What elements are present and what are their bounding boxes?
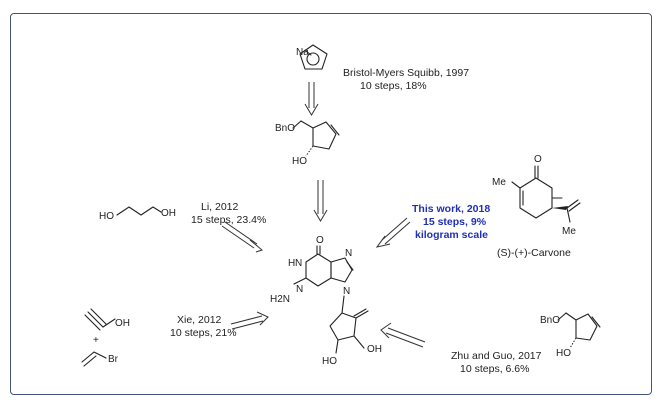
atom-o-carvone: O bbox=[534, 154, 542, 165]
cyclopentenol-intermediate-bottom: BnO HO bbox=[540, 312, 601, 359]
arrow-li bbox=[221, 221, 264, 253]
atom-n-7: N bbox=[345, 248, 352, 259]
cyclopentenol-intermediate-top: BnO HO bbox=[275, 120, 340, 167]
propargyl-alcohol: OH bbox=[84, 308, 130, 331]
atom-nh-label: H bbox=[288, 258, 295, 269]
carvone-name: (S)-(+)-Carvone bbox=[497, 247, 571, 259]
na-bond bbox=[305, 50, 312, 56]
cp-ring bbox=[299, 44, 328, 70]
atom-ho-entecavir: HO bbox=[322, 356, 337, 367]
zhu-steps-label: 10 steps, 6.6% bbox=[460, 363, 529, 375]
plus-sign: + bbox=[93, 335, 99, 346]
this-work-line3: kilogram scale bbox=[415, 229, 488, 241]
atom-n-3: N bbox=[296, 284, 303, 295]
entecavir-structure: O H N N N N H2N OH HO bbox=[270, 235, 382, 367]
bms-author-label: Bristol-Myers Squibb, 1997 bbox=[343, 67, 469, 79]
xie-steps-label: 10 steps, 21% bbox=[170, 327, 237, 339]
figure-frame bbox=[10, 13, 652, 395]
atom-n-9: N bbox=[343, 286, 350, 297]
arrow-this-work bbox=[375, 217, 411, 248]
arrow-bms-2 bbox=[313, 180, 328, 222]
atom-oh-propargyl: OH bbox=[115, 318, 130, 329]
atom-ho-top: HO bbox=[292, 156, 307, 167]
zhu-author-label: Zhu and Guo, 2017 bbox=[451, 350, 542, 362]
atom-me-isopropenyl: Me bbox=[562, 226, 576, 237]
atom-bno-bottom: BnO bbox=[540, 315, 560, 326]
li-steps-label: 15 steps, 23.4% bbox=[191, 214, 266, 226]
xie-author-label: Xie, 2012 bbox=[177, 314, 222, 326]
sodium-cyclopentadienide: Na bbox=[296, 44, 328, 70]
double-bond bbox=[330, 124, 340, 136]
atom-n-1: N bbox=[295, 258, 302, 269]
allyl-bromide: Br bbox=[81, 351, 119, 367]
atom-o-entecavir: O bbox=[316, 235, 324, 246]
atom-me-carvone: Me bbox=[492, 177, 506, 188]
atom-bno: BnO bbox=[275, 123, 295, 134]
atom-ho-bottom: HO bbox=[556, 348, 571, 359]
arrow-xie bbox=[230, 311, 269, 330]
atom-br: Br bbox=[108, 354, 119, 365]
arrow-bms-1 bbox=[304, 82, 319, 116]
atom-oh-entecavir: OH bbox=[367, 344, 382, 355]
li-author-label: Li, 2012 bbox=[201, 201, 239, 213]
atom-ho-diol: HO bbox=[99, 211, 114, 222]
arrow-zhu bbox=[380, 322, 426, 348]
wedge-bond bbox=[552, 206, 568, 210]
imidazole-double-bond bbox=[346, 261, 354, 271]
carvone-structure: O Me Me bbox=[492, 154, 581, 237]
atom-oh-diol: OH bbox=[161, 208, 176, 219]
propanediol: HO OH bbox=[99, 206, 176, 222]
cp-aromatic-circle bbox=[306, 52, 320, 66]
double-bond-bottom bbox=[591, 316, 601, 328]
this-work-line1: This work, 2018 bbox=[412, 203, 490, 215]
this-work-line2: 15 steps, 9% bbox=[423, 216, 487, 228]
bms-steps-label: 10 steps, 18% bbox=[360, 80, 427, 92]
atom-h2n: H2N bbox=[270, 294, 290, 305]
